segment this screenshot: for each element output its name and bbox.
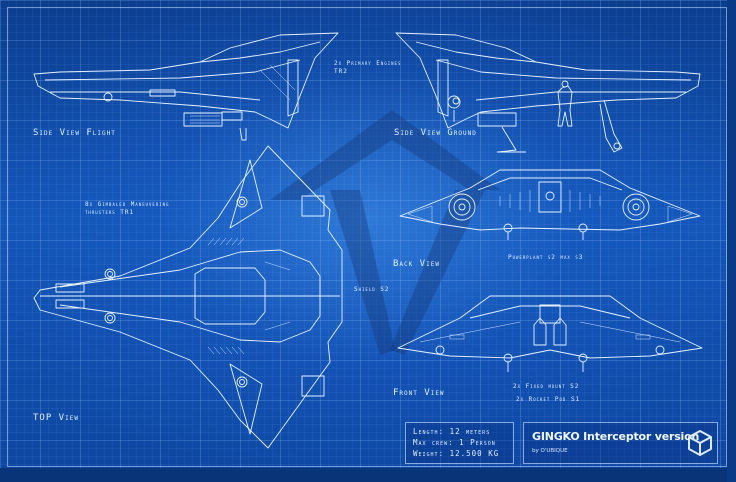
label-side-view-flight: Side View Flight — [33, 128, 116, 138]
spec-box: Length: 12 meters Max crew: 1 Person Wei… — [405, 422, 514, 464]
callout-fixed-mount: 2x Fixed mount S2 — [513, 383, 580, 390]
sheet-border — [7, 7, 727, 467]
callout-engines-line1: 2x Primary Engines — [334, 60, 402, 67]
spec-max-crew: Max crew: 1 Person — [413, 438, 496, 447]
callout-thrusters-line1: 8x Gimbaled Maneuvering — [85, 201, 170, 208]
label-back-view: Back View — [393, 259, 440, 269]
label-front-view: Front View — [393, 388, 445, 398]
callout-primary-engines: 2x Primary Engines TR2 — [334, 60, 401, 76]
callout-maneuvering-thrusters: 8x Gimbaled Maneuvering thrusters TR1 — [85, 201, 169, 217]
callout-powerplant: Powerplant s2 max s3 — [508, 254, 584, 261]
spec-weight: Weight: 12.500 KG — [413, 449, 500, 458]
callout-rocket-pod: 2x Rocket Pod S1 — [516, 396, 581, 403]
bottom-margin — [0, 468, 736, 482]
right-margin — [727, 0, 736, 482]
author-text: by O'UBIQUE — [532, 448, 568, 454]
title-block: GINGKO Interceptor version by O'UBIQUE — [523, 422, 718, 464]
spec-length: Length: 12 meters — [413, 427, 491, 436]
callout-engines-line2: TR2 — [334, 68, 348, 75]
cube-icon — [688, 430, 712, 456]
label-side-view-ground: Side View Ground — [394, 128, 477, 138]
callout-shield: Shield S2 — [354, 286, 390, 293]
title-text: GINGKO Interceptor version — [532, 430, 700, 443]
callout-thrusters-line2: thrusters TR1 — [85, 209, 135, 216]
label-top-view: TOP View — [33, 413, 79, 423]
